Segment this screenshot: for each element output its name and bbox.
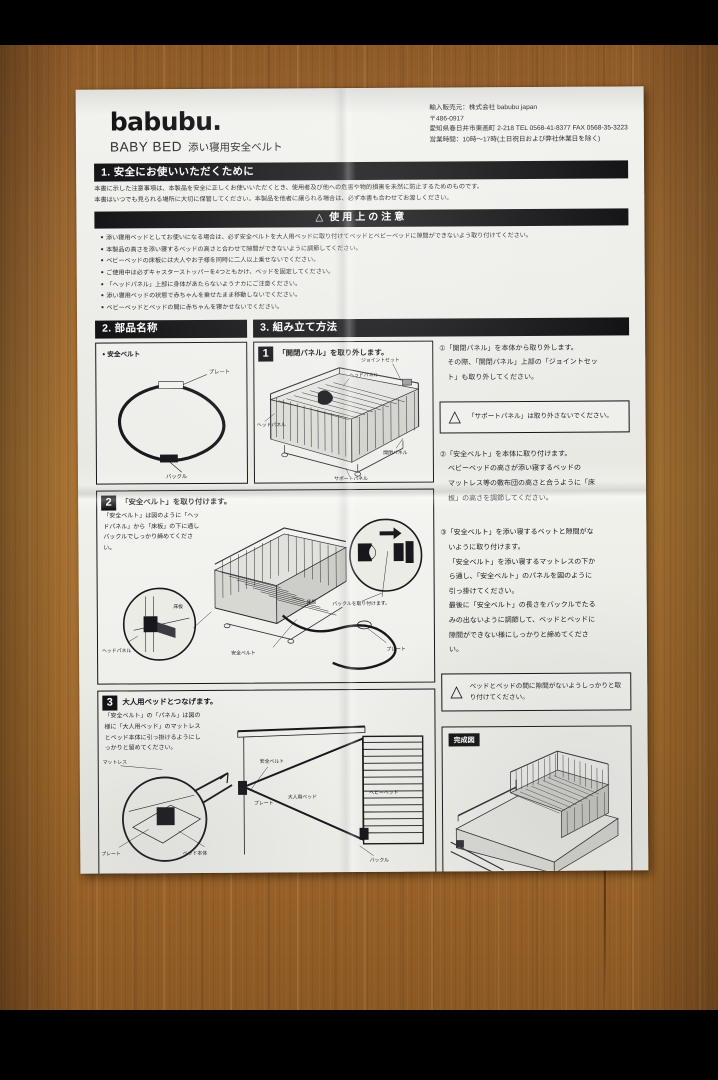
- letterbox-bottom: [0, 1010, 718, 1080]
- step-3-title: 大人用ベッドとつなげます。: [122, 696, 218, 707]
- finished-diagram-panel: 完成図: [441, 725, 633, 874]
- sheet-header: babubu. BABY BED 添い寝用安全ベルト 輸入販売元：株式会社 ba…: [94, 100, 628, 155]
- step-3-panel: 3 大人用ベッドとつなげます。 「安全ベルト」の「パネル」は図の様に「大人用ベッ…: [97, 688, 437, 874]
- product-name-en: BABY BED: [109, 139, 183, 155]
- instruction-item-2: ②「安全ベルト」を本体に取り付けます。 ベビーベッドの高さが添い寝するベッドの …: [440, 447, 630, 507]
- warning-box-2-text: ベッドとベッドの間に隙間がないようしっかりと取り付けてください。: [469, 682, 622, 702]
- warning-box-2: △ ベッドとベッドの間に隙間がないようしっかりと取り付けてください。: [441, 672, 632, 712]
- section-1-notes: 本書に示した注意事項は、本製品を安全に正しくお使いいただくとき、使用者及び他への…: [94, 181, 628, 206]
- instruction-3-line-4: 引っ掛けてください。: [448, 587, 519, 596]
- instruction-3-line-5: 最後に「安全ベルト」の長さをバックルでたる: [448, 602, 596, 610]
- label-plate: プレート: [254, 801, 274, 807]
- warning-box-1: △ 「サポートパネル」は取り外さないでください。: [439, 400, 630, 434]
- step-1-crib-drawing: ジョイントセット ヘッドパネル ヘッドパネル 開閉パネル サポートパネル: [257, 357, 420, 482]
- label-plate: プレート: [209, 368, 230, 375]
- instruction-item-3: ③「安全ベルト」を添い寝するベットと隙間がな いように取り付けます。 「安全ベル…: [440, 526, 631, 659]
- parts-panel: 安全ベルト プレ: [95, 341, 249, 485]
- brand-logo: babubu.: [109, 106, 222, 137]
- label-floor-board-1: 床板: [173, 603, 183, 610]
- instruction-1-line-2: ト」も取り外してください。: [447, 373, 538, 382]
- instructions-column: ①「開閉パネル」を本体から取り外します。 その際、「開閉パネル」上部の「ジョイン…: [439, 339, 633, 874]
- label-plate: プレート: [386, 646, 406, 652]
- instruction-1-line-1: その際、「開閉パネル」上部の「ジョイントセッ: [447, 358, 598, 367]
- diagram-grid: 安全ベルト プレ: [95, 339, 633, 874]
- step-3-body: 「安全ベルト」の「パネル」は図の様に「大人用ベッド」のマットレスとベッド本体に引…: [104, 713, 201, 753]
- section-1-note-1: 本書はいつでも見られる場所に大切に保管してください。本製品を他者に譲られる場合は…: [94, 194, 453, 204]
- label-open-panel: 開閉パネル: [383, 450, 407, 456]
- company-info: 輸入販売元：株式会社 babubu japan 〒486-0917 愛知県春日井…: [429, 100, 628, 146]
- diagram-left-column: 安全ベルト プレ: [95, 340, 437, 874]
- section-header-row: 2. 部品名称 3. 組み立て方法: [95, 316, 630, 339]
- label-plate-detail: プレート: [101, 851, 121, 857]
- label-baby-bed: ベビーベッド: [369, 789, 398, 796]
- step-1-panel: 1 「開閉パネル」を取り外します。: [253, 340, 435, 484]
- instruction-3-line-8: い。: [449, 646, 464, 654]
- label-mattress: マットレス: [103, 760, 127, 766]
- step-2-drawing: ヘッドパネル 床板 床板 安全ベルト プレート バックルを取り付けます。: [102, 518, 423, 670]
- instruction-item-1: ①「開閉パネル」を本体から取り外します。 その際、「開閉パネル」上部の「ジョイン…: [439, 341, 629, 386]
- step-1-number: 1: [258, 346, 274, 362]
- instruction-2-line-0: ②「安全ベルト」を本体に取り付けます。: [439, 450, 572, 459]
- instruction-3-line-3: ら通し、「安全ベルト」のパネルを図のように: [448, 572, 593, 581]
- section-2-header: 2. 部品名称: [95, 319, 248, 339]
- section-3-header: 3. 組み立て方法: [253, 316, 630, 338]
- brand-block: babubu. BABY BED 添い寝用安全ベルト: [94, 102, 283, 155]
- step-2-body: 「安全ベルト」は図のように「ヘッドパネル」から「床板」の下に通しバックルでしっか…: [103, 512, 200, 552]
- finished-setup-drawing: [450, 751, 619, 874]
- warning-box-1-text: 「サポートパネル」は取り外さないでください。: [467, 412, 613, 421]
- label-safety-belt: 安全ベルト: [231, 649, 255, 656]
- label-support-panel: サポートパネル: [334, 475, 368, 482]
- label-safety-belt: 安全ベルト: [260, 758, 284, 765]
- caution-header: △ 使用上の注意: [94, 208, 629, 229]
- label-joint-set: ジョイントセット: [361, 357, 400, 363]
- instruction-3-line-0: ③「安全ベルト」を添い寝するベットと隙間がな: [440, 528, 594, 537]
- instruction-3-line-7: 隙間ができない様にしっかりと締めてくださ: [448, 631, 589, 640]
- safety-belt-drawing: プレート バックル: [117, 368, 230, 480]
- label-attach-buckle: バックルを取り付けます。: [332, 600, 390, 607]
- label-buckle: バックル: [370, 858, 389, 864]
- step-2-number: 2: [101, 495, 117, 511]
- warning-triangle-icon: △: [448, 408, 461, 426]
- product-name-jp: 添い寝用安全ベルト: [188, 141, 283, 155]
- label-floor-board-2: 床板: [306, 598, 316, 605]
- instruction-3-line-1: いように取り付けます。: [448, 543, 525, 552]
- company-line-3: 営業時間：10時〜17時(土日祝日および弊社休業日を除く): [429, 135, 601, 144]
- instruction-1-line-0: ①「開閉パネル」を本体から取り外します。: [439, 344, 578, 353]
- warning-triangle-icon: △: [450, 683, 463, 701]
- finished-diagram-tag: 完成図: [448, 733, 480, 747]
- step-1-title: 「開閉パネル」を取り外します。: [278, 347, 389, 358]
- step-3-number: 3: [102, 695, 118, 711]
- step-2-title: 「安全ベルト」を取り付けます。: [121, 496, 232, 507]
- label-head-panel-left: ヘッドパネル: [257, 422, 286, 428]
- step-3-drawing: マットレス プレート ベッド本体 安全ベルト プレート 大人用ベッド ベビーベッ…: [101, 725, 424, 864]
- warning-triangle-icon: △: [315, 212, 324, 224]
- instruction-sheet: babubu. BABY BED 添い寝用安全ベルト 輸入販売元：株式会社 ba…: [75, 86, 649, 874]
- label-bed-body: ベッド本体: [183, 850, 207, 857]
- label-head-panel: ヘッドパネル: [102, 648, 131, 654]
- label-buckle: バックル: [166, 473, 188, 480]
- caution-header-label: 使用上の注意: [329, 212, 408, 224]
- section-1-header: 1. 安全にお使いいただくために: [94, 160, 629, 182]
- instruction-3-line-2: 「安全ベルト」を添い寝するマットレスの下か: [448, 558, 596, 566]
- caution-bullet-6: ベビーベッドとベッドの間に赤ちゃんを寝かせないでください。: [101, 299, 629, 314]
- diagram-row-1: 安全ベルト プレ: [95, 340, 435, 485]
- caution-bullet-list: 添い寝用ベッドとしてお使いになる場合は、必ず安全ベルトを大人用ベッドに取り付けて…: [100, 229, 628, 314]
- instruction-2-line-2: マットレス等の敷布団の高さと合うように「床: [448, 479, 596, 488]
- instruction-3-line-6: みの出ないように調節して、ベッドとベッドに: [448, 616, 596, 625]
- instruction-2-line-3: 板」の高さを調節してください。: [448, 494, 553, 503]
- step-2-panel: 2 「安全ベルト」を取り付けます。 「安全ベルト」は図のように「ヘッドパネル」か…: [96, 488, 436, 685]
- instruction-2-line-1: ベビーベッドの高さが添い寝するベッドの: [447, 464, 581, 473]
- letterbox-top: [0, 0, 718, 45]
- product-name: BABY BED 添い寝用安全ベルト: [110, 138, 283, 155]
- label-adult-bed: 大人用ベッド: [288, 793, 317, 800]
- label-head-panel-top: ヘッドパネル: [349, 372, 378, 378]
